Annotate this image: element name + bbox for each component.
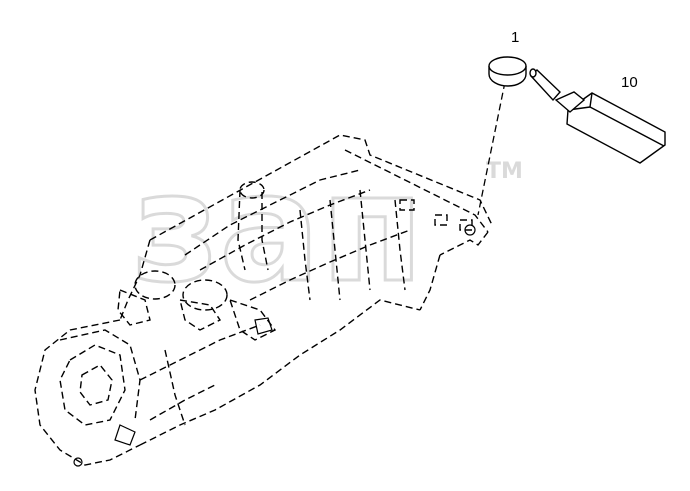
watermark-logo: зап TM — [131, 141, 523, 318]
part-1-plug — [488, 56, 527, 87]
crankcase-housing — [34, 134, 493, 466]
housing-details — [73, 224, 476, 467]
callout-part-1: 1 — [511, 29, 520, 46]
watermark-tm: TM — [486, 159, 523, 184]
part-10-sealant-tube — [529, 68, 666, 164]
leader-line-part-1 — [477, 81, 506, 216]
callout-part-10: 10 — [621, 74, 638, 91]
